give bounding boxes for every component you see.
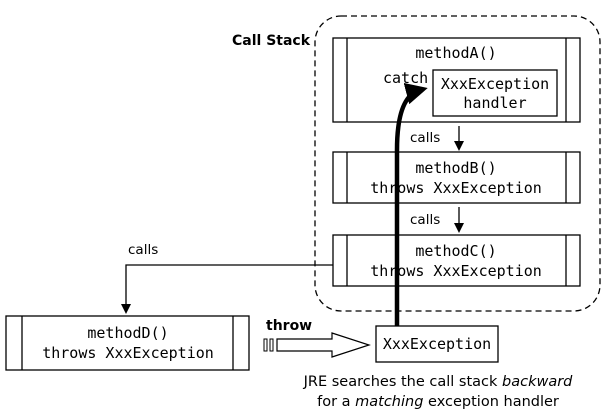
method-b-throws: throws XxxException	[370, 179, 542, 197]
throw-label: throw	[266, 318, 312, 334]
throw-arrow	[263, 332, 371, 358]
exception-object-box: XxxException	[375, 325, 499, 363]
search-backward-arrow	[394, 82, 428, 326]
handler-line-2: handler	[463, 94, 526, 112]
calls-label-2: calls	[410, 212, 440, 228]
method-b-name: methodB()	[415, 159, 496, 177]
method-d-name: methodD()	[87, 324, 168, 342]
exception-handler-box: XxxException handler	[432, 69, 558, 117]
call-stack-container	[314, 15, 601, 312]
catch-label: catch	[383, 69, 428, 87]
calls-label-1: calls	[410, 130, 440, 146]
method-c-name: methodC()	[415, 242, 496, 260]
handler-line-1: XxxException	[441, 75, 549, 93]
calls-label-3: calls	[128, 242, 158, 258]
method-b-box: methodB() throws XxxException	[332, 151, 581, 204]
caption-line-2: for a matching exception handler	[317, 394, 559, 410]
caption-line-1: JRE searches the call stack backward	[303, 374, 574, 390]
method-a-name: methodA()	[415, 44, 496, 62]
method-c-box: methodC() throws XxxException	[332, 234, 581, 287]
calls-arrow-3	[121, 264, 333, 314]
method-d-throws: throws XxxException	[42, 344, 214, 362]
method-c-throws: throws XxxException	[370, 262, 542, 280]
call-stack-label: Call Stack	[232, 33, 311, 49]
exception-object-label: XxxException	[383, 335, 491, 353]
method-d-box: methodD() throws XxxException	[5, 315, 250, 371]
